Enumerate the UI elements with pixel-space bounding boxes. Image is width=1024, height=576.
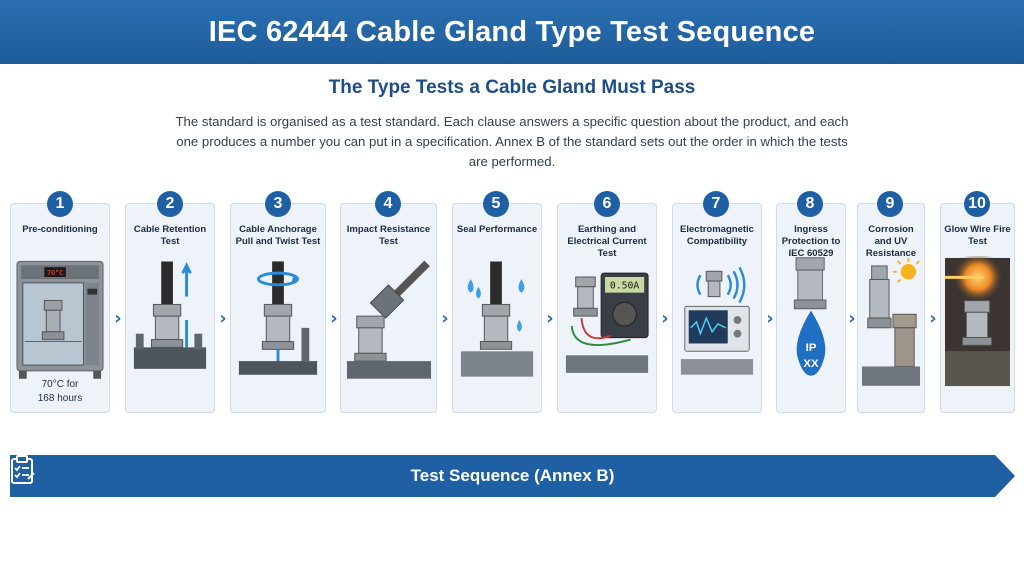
cable-retention-icon (133, 261, 207, 369)
step-5-number: 5 (483, 191, 509, 217)
step-1-note: 70°C for 168 hours (11, 378, 109, 406)
step-8-card: Ingress Protection to IEC 60529 IP XX (776, 203, 846, 413)
page-title: IEC 62444 Cable Gland Type Test Sequence (208, 15, 816, 48)
chevron-right-icon: › (661, 308, 669, 329)
svg-text:70°C: 70°C (47, 269, 63, 277)
ip-rating-icon: IP XX (793, 257, 827, 376)
ingress-illustration: IP XX (781, 256, 841, 388)
chevron-right-icon: › (330, 308, 338, 329)
chevron-right-icon: › (766, 308, 774, 329)
svg-text:XX: XX (803, 358, 819, 370)
step-2-number: 2 (157, 191, 183, 217)
chevron-right-icon: › (219, 308, 227, 329)
step-2-title: Cable Retention Test (133, 224, 207, 247)
chevron-right-icon: › (929, 308, 937, 329)
pull-twist-illustration (235, 256, 321, 388)
test-sequence-bar: Test Sequence (Annex B) (10, 455, 1015, 497)
step-1-number: 1 (47, 191, 73, 217)
step-9-number: 9 (877, 191, 903, 217)
oven-illustration: 70°C (15, 256, 105, 388)
step-3-card: Cable Anchorage Pull and Twist Test (230, 203, 326, 413)
step-10-title: Glow Wire Fire Test (944, 224, 1011, 247)
step-5-title: Seal Performance (456, 224, 538, 235)
step-9-title: Corrosion and UV Resistance (865, 224, 917, 259)
step-1-card: Pre-conditioning 70°C 70°C for 168 hours (10, 203, 110, 413)
step-4-title: Impact Resistance Test (346, 224, 431, 247)
section-subtitle: The Type Tests a Cable Gland Must Pass (328, 77, 696, 98)
impact-rig-illustration (345, 256, 432, 388)
step-9-card: Corrosion and UV Resistance (857, 203, 925, 413)
sequence-arrow-shape (10, 455, 1015, 497)
earthing-meter-illustration: 0.50A (562, 256, 652, 388)
step-8-number: 8 (797, 191, 823, 217)
chevron-right-icon: › (114, 308, 122, 329)
chevron-right-icon: › (441, 308, 449, 329)
step-6-title: Earthing and Electrical Current Test (567, 224, 647, 259)
step-3-number: 3 (265, 191, 291, 217)
step-7-title: Electromagnetic Compatibility (680, 224, 754, 247)
glow-wire-illustration (945, 256, 1010, 388)
emc-illustration (677, 256, 757, 388)
chevron-right-icon: › (848, 308, 856, 329)
step-10-number: 10 (964, 191, 990, 217)
step-5-card: Seal Performance (452, 203, 542, 413)
corrosion-uv-illustration (862, 256, 920, 388)
sun-icon (862, 258, 920, 386)
impact-hammer-icon (346, 260, 432, 379)
step-10-card: Glow Wire Fire Test (940, 203, 1015, 413)
clipboard-checklist-icon (11, 455, 35, 484)
title-banner: IEC 62444 Cable Gland Type Test Sequence (0, 0, 1024, 64)
step-1-note-line1: 70°C for (41, 379, 79, 390)
step-3-title: Cable Anchorage Pull and Twist Test (235, 224, 321, 247)
step-7-number: 7 (703, 191, 729, 217)
step-2-card: Cable Retention Test (125, 203, 215, 413)
seal-illustration (457, 256, 537, 388)
emc-signal-icon (680, 266, 754, 375)
step-6-number: 6 (594, 191, 620, 217)
step-6-card: Earthing and Electrical Current Test 0.5… (557, 203, 657, 413)
step-4-card: Impact Resistance Test (340, 203, 437, 413)
glow-wire-icon (945, 256, 1010, 387)
multimeter-icon: 0.50A (565, 272, 649, 373)
step-8-title: Ingress Protection to IEC 60529 (781, 224, 841, 259)
step-4-number: 4 (375, 191, 401, 217)
retention-rig-illustration (130, 256, 210, 388)
water-drops-icon (460, 261, 534, 377)
chevron-right-icon: › (546, 308, 554, 329)
step-1-note-line2: 168 hours (37, 393, 83, 404)
step-1-title: Pre-conditioning (22, 224, 98, 235)
svg-text:0.50A: 0.50A (610, 281, 640, 292)
step-7-card: Electromagnetic Compatibility (672, 203, 762, 413)
svg-text:IP: IP (806, 342, 817, 354)
oven-icon: 70°C (16, 260, 104, 379)
pull-twist-icon (238, 261, 318, 375)
intro-paragraph: The standard is organised as a test stan… (175, 114, 849, 169)
sequence-bar-label: Test Sequence (Annex B) (410, 466, 615, 485)
